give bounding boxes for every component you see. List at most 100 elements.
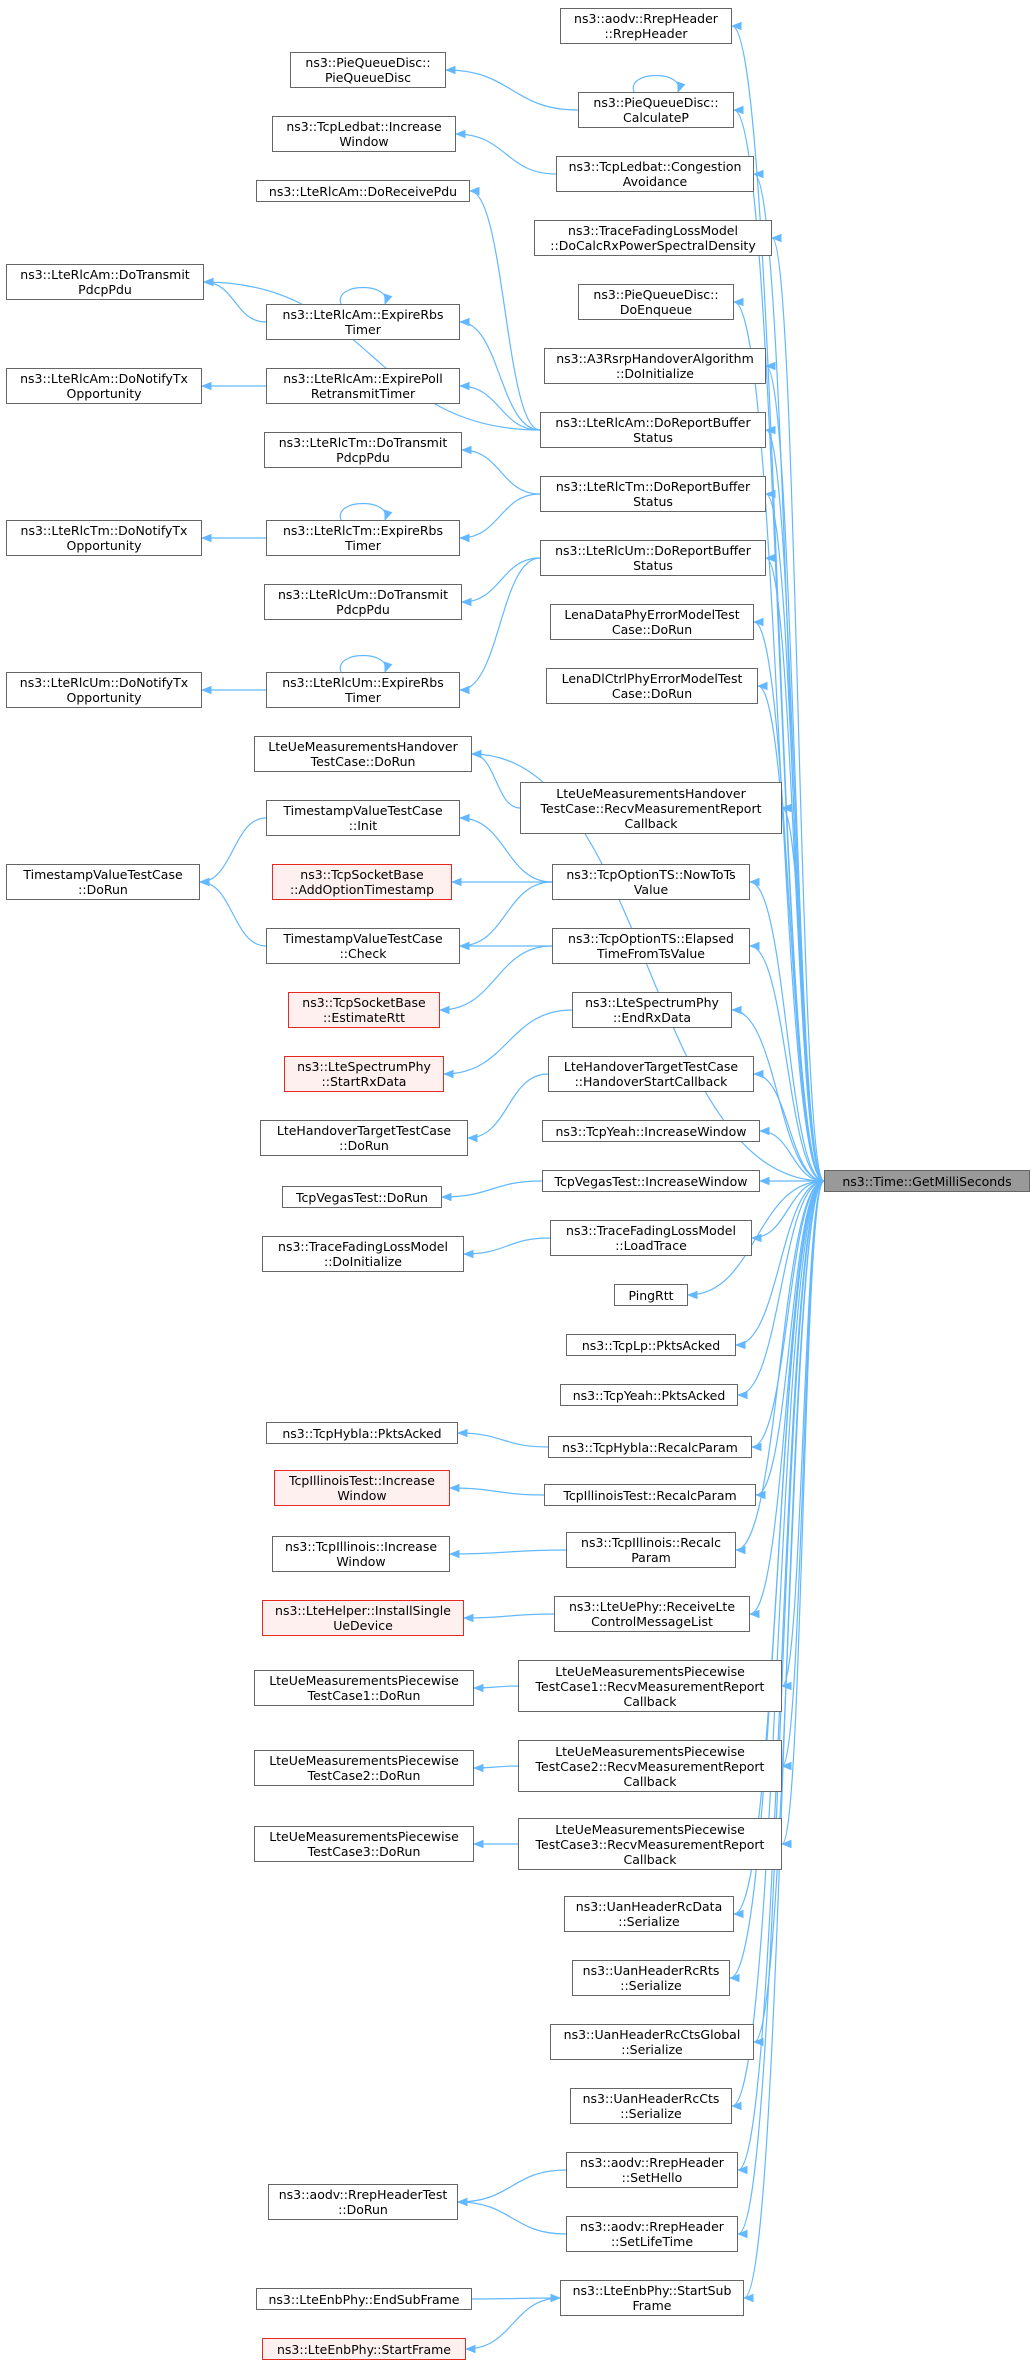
node-label-line: ns3::LteRlcAm::DoReceivePdu xyxy=(268,183,458,199)
node-label-line: ::DoRun xyxy=(78,882,128,897)
call-edge-um_dtp-to-um_drbs xyxy=(460,557,541,607)
caller-node-piector[interactable]: ns3::PieQueueDisc::PieQueueDisc xyxy=(290,52,446,88)
node-label-line: ns3::TcpLedbat::Congestion xyxy=(568,159,742,174)
caller-node-hoto_run[interactable]: LteHandoverTargetTestCase::DoRun xyxy=(260,1120,468,1156)
node-label-line: Opportunity xyxy=(66,538,142,553)
caller-node-rrepctor[interactable]: ns3::aodv::RrepHeader::RrepHeader xyxy=(560,8,732,44)
caller-node-a3rsrp[interactable]: ns3::A3RsrpHandoverAlgorithm::DoInitiali… xyxy=(544,348,766,384)
caller-node-tsv_run[interactable]: TimestampValueTestCase::DoRun xyxy=(6,864,200,900)
node-label-line: LteUeMeasurementsPiecewise xyxy=(555,1821,745,1837)
node-label-line: LteHandoverTargetTestCase xyxy=(563,1059,739,1074)
caller-node-rrep_life[interactable]: ns3::aodv::RrepHeader::SetLifeTime xyxy=(566,2216,738,2252)
caller-node-yeah_pa[interactable]: ns3::TcpYeah::PktsAcked xyxy=(560,1384,738,1406)
call-edge-hoto_run-to-hoto_cb xyxy=(466,1073,549,1143)
node-label-line: ::EstimateRtt xyxy=(322,1010,406,1025)
call-edge-ledbatca-to-target xyxy=(752,169,825,1182)
call-edge-piector-to-calcp xyxy=(444,65,579,111)
node-label-line: Case::DoRun xyxy=(611,622,693,637)
caller-node-yeah_iw[interactable]: ns3::TcpYeah::IncreaseWindow xyxy=(542,1120,760,1142)
call-edge-calcp-to-target xyxy=(732,105,825,1182)
node-label-line: ::Serialize xyxy=(620,1978,682,1993)
node-label-line: ns3::LteRlcUm::DoReportBuffer xyxy=(555,543,751,558)
node-label-line: ns3::TcpSocketBase xyxy=(300,867,424,882)
node-label-line: LteUeMeasurementsPiecewise xyxy=(555,1663,745,1679)
call-edge-tsv_run-to-tsv_init xyxy=(198,817,267,887)
caller-node-rrep_hello[interactable]: ns3::aodv::RrepHeader::SetHello xyxy=(566,2152,738,2188)
node-label-line: PingRtt xyxy=(628,1287,674,1303)
node-label-line: ns3::LteRlcAm::DoTransmit xyxy=(20,267,190,282)
node-label-line: ns3::LteEnbPhy::StartFrame xyxy=(277,2341,451,2357)
caller-node-enb_sf[interactable]: ns3::LteEnbPhy::StartFrame xyxy=(262,2338,466,2360)
caller-node-hybla_rp[interactable]: ns3::TcpHybla::RecalcParam xyxy=(548,1436,752,1458)
caller-node-tcpsb_aot[interactable]: ns3::TcpSocketBase::AddOptionTimestamp xyxy=(272,864,452,900)
call-edge-tcpsb_ertt-to-tcpts_elapsed xyxy=(438,945,553,1015)
node-label-line: ns3::LteSpectrumPhy xyxy=(585,995,719,1010)
caller-node-tcpsb_ertt[interactable]: ns3::TcpSocketBase::EstimateRtt xyxy=(288,992,440,1028)
caller-node-ill_rp[interactable]: TcpIllinoisTest::RecalcParam xyxy=(544,1484,756,1506)
caller-node-lp_pa[interactable]: ns3::TcpLp::PktsAcked xyxy=(566,1334,736,1356)
caller-node-spec_start[interactable]: ns3::LteSpectrumPhy::StartRxData xyxy=(284,1056,444,1092)
caller-node-spec_end[interactable]: ns3::LteSpectrumPhy::EndRxData xyxy=(572,992,732,1028)
caller-node-pie_enq[interactable]: ns3::PieQueueDisc::DoEnqueue xyxy=(578,284,734,320)
caller-node-uan_rcdata[interactable]: ns3::UanHeaderRcData::Serialize xyxy=(564,1896,734,1932)
caller-node-tsv_check[interactable]: TimestampValueTestCase::Check xyxy=(266,928,460,964)
caller-node-tfl_lt[interactable]: ns3::TraceFadingLossModel::LoadTrace xyxy=(550,1220,752,1256)
caller-node-tfl_psd[interactable]: ns3::TraceFadingLossModel::DoCalcRxPower… xyxy=(534,220,772,256)
call-edge-tcpill_rp-to-target xyxy=(734,1180,825,1555)
caller-node-vegas_iw[interactable]: TcpVegasTest::IncreaseWindow xyxy=(542,1170,760,1192)
caller-node-enb_esf[interactable]: ns3::LteEnbPhy::EndSubFrame xyxy=(256,2288,472,2310)
call-edge-tsv_run-to-tsv_check xyxy=(198,877,267,947)
caller-node-rreptest[interactable]: ns3::aodv::RrepHeaderTest::DoRun xyxy=(268,2184,458,2220)
caller-node-tfl_init[interactable]: ns3::TraceFadingLossModel::DoInitialize xyxy=(262,1236,464,1272)
caller-node-tsv_init[interactable]: TimestampValueTestCase::Init xyxy=(266,800,460,836)
caller-node-vegas_run[interactable]: TcpVegasTest::DoRun xyxy=(282,1186,442,1208)
caller-node-pingrtt[interactable]: PingRtt xyxy=(614,1284,688,1306)
caller-node-uan_rccts[interactable]: ns3::UanHeaderRcCts::Serialize xyxy=(570,2088,732,2124)
node-label-line: Callback xyxy=(623,1773,677,1789)
node-label-line: TestCase1::DoRun xyxy=(307,1688,421,1703)
caller-node-calcp[interactable]: ns3::PieQueueDisc::CalculateP xyxy=(578,92,734,128)
node-label-line: ns3::LteRlcTm::DoNotifyTx xyxy=(20,523,188,538)
caller-node-hybla_pa[interactable]: ns3::TcpHybla::PktsAcked xyxy=(266,1422,458,1444)
node-label-line: ::DoCalcRxPowerSpectralDensity xyxy=(550,238,756,253)
caller-node-hoto_cb[interactable]: LteHandoverTargetTestCase::HandoverStart… xyxy=(548,1056,754,1092)
call-edge-um_erbs-to-um_erbs xyxy=(339,655,393,674)
caller-node-uan_rcrts[interactable]: ns3::UanHeaderRcRts::Serialize xyxy=(572,1960,730,1996)
caller-node-uan_rcctsg[interactable]: ns3::UanHeaderRcCtsGlobal::Serialize xyxy=(550,2024,754,2060)
caller-node-ama_drp[interactable]: ns3::LteRlcAm::DoReceivePdu xyxy=(256,180,470,202)
